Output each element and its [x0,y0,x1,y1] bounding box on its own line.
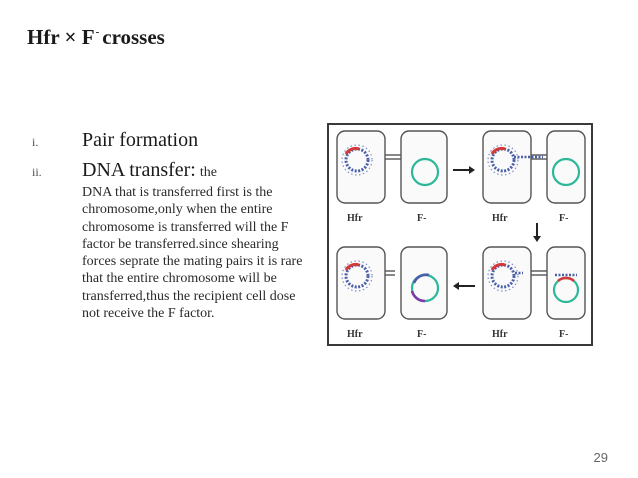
item-number: ii. [32,165,42,179]
arrow-down-icon [533,223,541,242]
recipient-cell [546,130,586,204]
recipient-label: F- [417,329,426,340]
item-description: DNA that is transferred first is the chr… [82,185,303,322]
page-number: 29 [593,450,608,465]
panel-separation: Hfr F- [336,246,448,340]
panel-recombination: Hfr F- [482,246,586,340]
recipient-label: F- [559,329,568,340]
list-item: i. Pair formation [32,128,302,152]
recipient-cell [400,130,448,204]
title-prefix: Hfr × F [27,25,95,49]
diagram-svg: Hfr F- Hfr F- [336,130,586,340]
steps-list: i. Pair formation ii. DNA transfer: the … [32,128,302,322]
recipient-cell [546,246,586,320]
recipient-label: F- [559,213,568,224]
arrow-right-icon [453,166,475,174]
slide-title: Hfr × F-crosses [27,25,165,50]
item-number: i. [32,135,39,149]
title-suffix: crosses [102,25,165,49]
donor-label: Hfr [492,329,508,340]
donor-label: Hfr [492,213,508,224]
transferred-dna [344,146,360,155]
donor-cell [336,246,386,320]
recipient-cell [400,246,448,320]
item-heading: DNA transfer: [82,159,196,181]
recipient-label: F- [417,213,426,224]
donor-cell [482,130,532,204]
arrow-left-icon [453,282,475,290]
item-inline-note: the [199,165,217,180]
recipient-chromosome [410,157,440,187]
panel-pair-formation: Hfr F- [336,130,448,224]
donor-cell [482,246,532,320]
panel-dna-transfer: Hfr F- [482,130,586,224]
item-heading: Pair formation [82,129,199,151]
title-superscript: - [95,26,100,38]
donor-label: Hfr [347,329,363,340]
donor-cell [336,130,386,204]
conjugation-diagram: Hfr F- Hfr F- [327,123,593,346]
donor-label: Hfr [347,213,363,224]
list-item: ii. DNA transfer: the DNA that is transf… [32,158,302,322]
